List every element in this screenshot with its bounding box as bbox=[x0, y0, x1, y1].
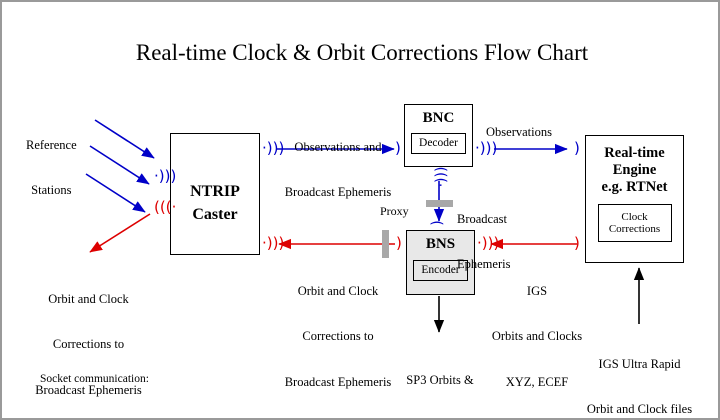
server-socket-icon: ·))) bbox=[477, 234, 500, 252]
server-socket-icon: ·))) bbox=[262, 234, 285, 252]
bns-encoder-box[interactable]: Encoder bbox=[413, 259, 468, 281]
orbit-clock-mid-line3: Broadcast Ephemeris bbox=[284, 375, 392, 389]
obs-broadcast-eph-line1: Observations and bbox=[294, 139, 382, 154]
server-socket-icon: ·))) bbox=[154, 198, 177, 216]
orbit-clock-left-line1: Orbit and Clock bbox=[48, 291, 129, 306]
ntrip-caster-line2: Caster bbox=[192, 206, 238, 224]
orbit-clock-mid-line2: Corrections to bbox=[302, 329, 374, 344]
igs-orbits-line2: Orbits and Clocks bbox=[491, 329, 583, 344]
edge-reference-stations-to-caster bbox=[85, 119, 155, 213]
rt-engine-label: Real-time Engine e.g. RTNet bbox=[602, 145, 668, 196]
client-socket-icon: ) bbox=[574, 139, 580, 157]
legend-heading: Socket communication: bbox=[40, 373, 149, 386]
igs-orbits-line3: XYZ, ECEF bbox=[505, 375, 569, 389]
ntrip-caster-label: NTRIP Caster bbox=[190, 180, 240, 226]
clock-corrections-line2: Corrections bbox=[608, 223, 661, 236]
broadcast-eph-line2: Ephemeris bbox=[457, 257, 511, 272]
orbit-clock-mid-line1: Orbit and Clock bbox=[297, 283, 379, 298]
page-title: Real-time Clock & Orbit Corrections Flow… bbox=[135, 40, 589, 65]
obs-broadcast-eph-line2: Broadcast Ephemeris bbox=[284, 185, 392, 200]
client-socket-icon: ) bbox=[574, 234, 580, 252]
label-igs-orbits-and-clocks: IGS Orbits and Clocks XYZ, ECEF bbox=[486, 253, 588, 418]
igs-ultra-line2: Orbit and Clock files bbox=[586, 402, 693, 417]
ntrip-caster-line1: NTRIP bbox=[190, 183, 240, 200]
server-socket-icon: ·))) bbox=[475, 139, 498, 157]
server-socket-icon: ·))) bbox=[154, 167, 177, 185]
edge-caster-to-users bbox=[89, 213, 151, 253]
clock-corrections-line1: Clock bbox=[621, 210, 648, 223]
proxy-bar-horizontal-path bbox=[382, 230, 389, 258]
node-bns[interactable]: BNS Encoder bbox=[406, 230, 475, 295]
node-ntrip-caster[interactable]: NTRIP Caster bbox=[170, 133, 260, 255]
label-broadcast-ephemeris: Broadcast Ephemeris bbox=[457, 181, 510, 303]
client-socket-icon: ) bbox=[395, 139, 401, 157]
label-igs-ultra-rapid: IGS Ultra Rapid Orbit and Clock files bbox=[567, 326, 712, 418]
label-proxy: Proxy bbox=[380, 204, 409, 218]
node-bnc[interactable]: BNC Decoder bbox=[404, 104, 473, 167]
client-socket-icon: ) bbox=[396, 234, 402, 252]
rt-engine-clock-corrections-box[interactable]: Clock Corrections bbox=[597, 204, 672, 243]
bns-label: BNS bbox=[425, 236, 456, 252]
client-socket-icon: ) bbox=[429, 220, 446, 226]
label-sp3-orbits-clock-rinex: SP3 Orbits & Clock RINEX files bbox=[370, 342, 510, 418]
bnc-label: BNC bbox=[422, 110, 455, 126]
label-observations: Observations bbox=[486, 125, 552, 139]
bnc-decoder-box[interactable]: Decoder bbox=[411, 132, 466, 154]
igs-orbits-line1: IGS bbox=[526, 283, 548, 298]
sp3-line1: SP3 Orbits & bbox=[406, 372, 474, 387]
igs-ultra-line1: IGS Ultra Rapid bbox=[598, 356, 681, 371]
legend: Socket communication: ·))) Server, liste… bbox=[40, 333, 247, 418]
orbit-clock-left-line2: Corrections to bbox=[52, 337, 125, 352]
server-socket-icon: ·))) bbox=[433, 166, 450, 188]
label-orbit-clock-corrections-left: Orbit and Clock Corrections to Broadcast… bbox=[16, 261, 161, 418]
rt-engine-line2: Engine bbox=[612, 162, 657, 179]
broadcast-eph-line1: Broadcast bbox=[457, 211, 507, 226]
label-orbit-clock-corrections-mid: Orbit and Clock Corrections to Broadcast… bbox=[274, 253, 402, 418]
reference-stations-line1: Reference bbox=[26, 137, 77, 152]
node-rt-engine[interactable]: Real-time Engine e.g. RTNet Clock Correc… bbox=[585, 135, 684, 263]
label-reference-stations: Reference Stations bbox=[26, 107, 77, 229]
proxy-bar-vertical-path bbox=[426, 200, 453, 207]
orbit-clock-left-line3: Broadcast Ephemeris bbox=[35, 383, 142, 397]
rt-engine-line1: Real-time bbox=[604, 145, 665, 161]
reference-stations-line2: Stations bbox=[31, 183, 72, 198]
label-observations-and-broadcast-ephemeris: Observations and Broadcast Ephemeris bbox=[277, 109, 399, 231]
rt-engine-line3: e.g. RTNet bbox=[601, 179, 668, 196]
server-socket-icon: ·))) bbox=[262, 139, 285, 157]
